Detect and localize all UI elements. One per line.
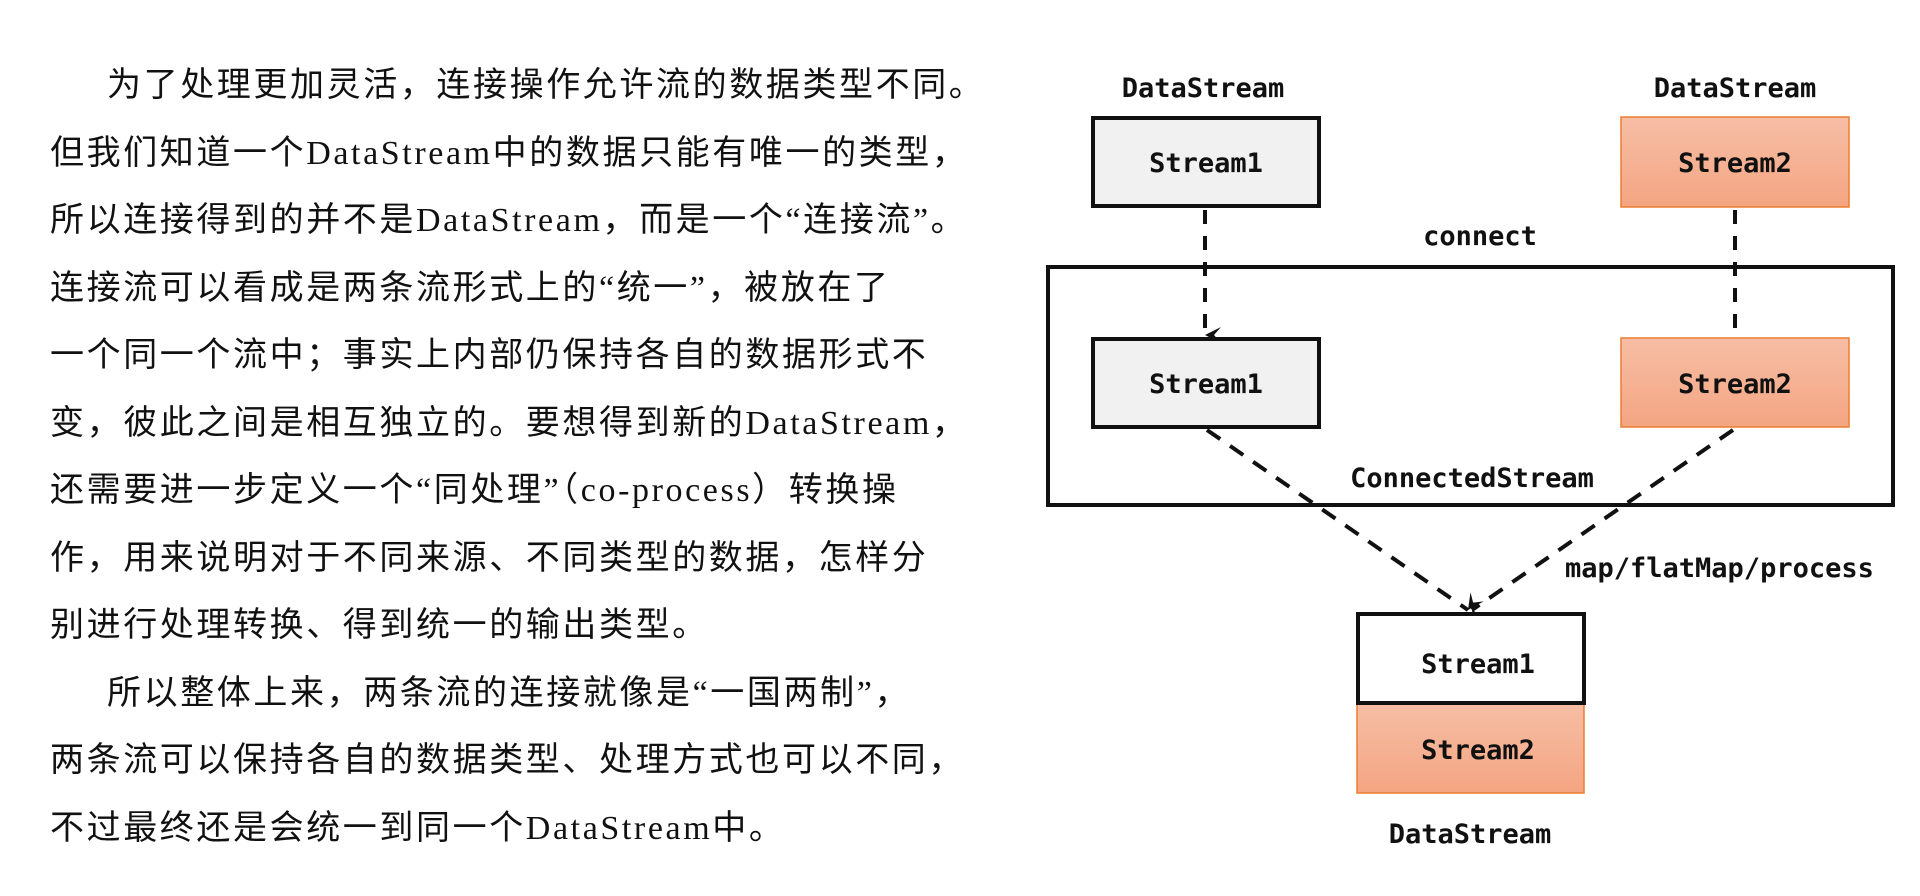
text-line: 作，用来说明对于不同来源、不同类型的数据，怎样分: [50, 539, 929, 577]
connected-stream1-box: [1091, 337, 1321, 429]
article-text: 为了处理更加灵活，连接操作允许流的数据类型不同。 但我们知道一个DataStre…: [50, 52, 1010, 862]
text-line: 变，彼此之间是相互独立的。要想得到新的DataStream，: [50, 404, 969, 442]
transform-arrow-right: [1470, 428, 1735, 628]
source-right-caption: DataStream: [1654, 73, 1817, 104]
text-line: 连接流可以看成是两条流形式上的“统一”，被放在了: [50, 269, 891, 307]
transform-arrow-left: [1205, 428, 1484, 612]
text-line: 所以连接得到的并不是DataStream，而是一个“连接流”。: [50, 202, 968, 239]
result-caption: DataStream: [1389, 819, 1552, 850]
text-line: 还需要进一步定义一个“同处理”（co-process）转换操: [50, 472, 899, 509]
source-stream1-label: Stream1: [1149, 148, 1263, 179]
result-stream2-box: [1356, 702, 1585, 794]
paragraph-1: 为了处理更加灵活，连接操作允许流的数据类型不同。 但我们知道一个DataStre…: [50, 52, 1010, 660]
source-stream2-node: Stream2: [1620, 116, 1850, 208]
result-stream2-label: Stream2: [1421, 735, 1535, 766]
text-line: 一个同一个流中；事实上内部仍保持各自的数据形式不: [50, 337, 929, 374]
connect-label: connect: [1423, 221, 1537, 252]
connected-stream2-label: Stream2: [1678, 369, 1792, 400]
paragraph-2: 所以整体上来，两条流的连接就像是“一国两制”， 两条流可以保持各自的数据类型、处…: [50, 660, 1010, 863]
source-stream2-label: Stream2: [1678, 148, 1792, 179]
connected-stream2-node: Stream2: [1620, 337, 1850, 428]
connected-stream-caption: ConnectedStream: [1350, 463, 1594, 494]
connected-stream1-node: Stream1: [1091, 337, 1321, 429]
connected-stream1-label: Stream1: [1149, 369, 1263, 400]
result-stream2-node: Stream2: [1356, 702, 1585, 794]
text-line: 两条流可以保持各自的数据类型、处理方式也可以不同，: [50, 742, 965, 779]
text-line: 但我们知道一个DataStream中的数据只能有唯一的类型，: [50, 134, 969, 172]
transform-label: map/flatMap/process: [1565, 553, 1874, 584]
text-line: 别进行处理转换、得到统一的输出类型。: [50, 607, 709, 644]
connected-stream2-box: [1620, 337, 1850, 428]
text-line: 为了处理更加灵活，连接操作允许流的数据类型不同。: [107, 67, 986, 104]
source-left-caption: DataStream: [1122, 73, 1285, 104]
source-stream2-box: [1620, 116, 1850, 208]
connected-stream-container: [1046, 265, 1895, 507]
result-stream1-box: [1356, 612, 1586, 705]
result-stream1-node: Stream1: [1356, 612, 1586, 705]
source-stream1-node: Stream1: [1091, 116, 1321, 208]
source-stream1-box: [1091, 116, 1321, 208]
text-line: 所以整体上来，两条流的连接就像是“一国两制”，: [107, 674, 911, 712]
result-stream1-label: Stream1: [1421, 649, 1535, 680]
text-line: 不过最终还是会统一到同一个DataStream中。: [50, 809, 786, 847]
